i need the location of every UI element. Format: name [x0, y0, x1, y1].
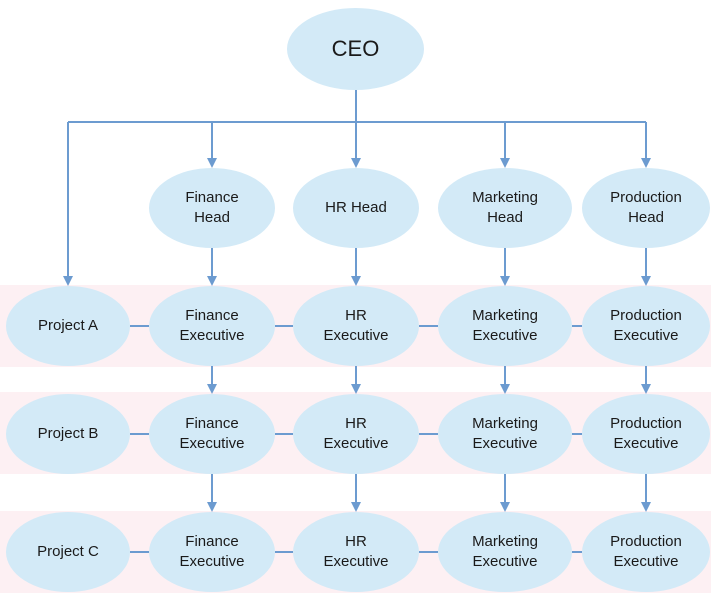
project-c-production-executive-node: Production Executive [582, 512, 710, 592]
project-b-finance-executive-node: Finance Executive [149, 394, 275, 474]
project-a-node: Project A [6, 286, 130, 366]
finance-head-node: Finance Head [149, 168, 275, 248]
project-a-marketing-executive-node: Marketing Executive [438, 286, 572, 366]
project-b-production-executive-node: Production Executive [582, 394, 710, 474]
production-head-node: Production Head [582, 168, 710, 248]
project-c-hr-executive-node: HR Executive [293, 512, 419, 592]
marketing-head-node: Marketing Head [438, 168, 572, 248]
project-a-production-executive-node: Production Executive [582, 286, 710, 366]
project-c-finance-executive-node: Finance Executive [149, 512, 275, 592]
project-b-hr-executive-node: HR Executive [293, 394, 419, 474]
hr-head-node: HR Head [293, 168, 419, 248]
ceo-node: CEO [287, 8, 424, 90]
project-b-marketing-executive-node: Marketing Executive [438, 394, 572, 474]
project-c-marketing-executive-node: Marketing Executive [438, 512, 572, 592]
project-c-node: Project C [6, 512, 130, 592]
project-a-hr-executive-node: HR Executive [293, 286, 419, 366]
project-a-finance-executive-node: Finance Executive [149, 286, 275, 366]
project-b-node: Project B [6, 394, 130, 474]
